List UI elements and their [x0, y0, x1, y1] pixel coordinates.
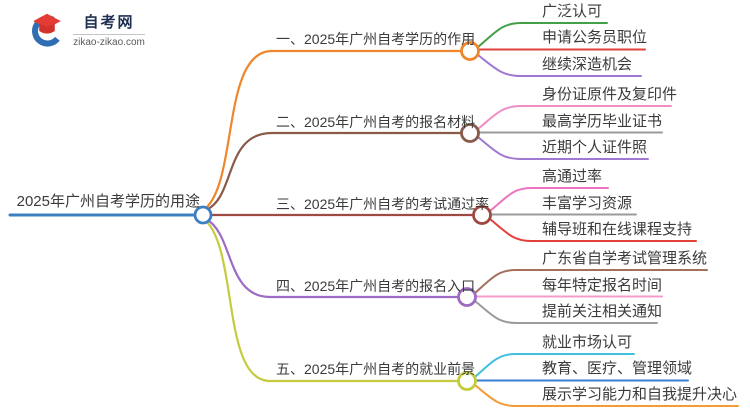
branch-1-child-1-link [477, 22, 608, 48]
branch-1-child-2[interactable]: 申请公务员职位 [542, 29, 648, 46]
root-topic[interactable]: 2025年广州自考学历的用途 [16, 193, 200, 210]
branch-2-link [204, 131, 463, 212]
branch-5-topic[interactable]: 五、2025年广州自考的就业前景 [276, 361, 476, 377]
logo: 自考网 zikao-zikao.com [28, 12, 145, 50]
branch-4-child-3-link [474, 300, 658, 324]
logo-divider [73, 33, 145, 35]
branch-1-link [204, 49, 463, 210]
branch-3-child-3[interactable]: 辅导班和在线课程支持 [542, 221, 693, 238]
logo-domain: zikao-zikao.com [73, 36, 145, 48]
branch-2-child-3-link [477, 136, 649, 160]
branch-5-child-1[interactable]: 就业市场认可 [542, 334, 633, 351]
logo-title: 自考网 [83, 13, 135, 31]
branch-5-child-1-link [474, 353, 635, 378]
branch-4-child-1-link [474, 269, 708, 294]
branch-1-topic[interactable]: 一、2025年广州自考学历的作用 [276, 31, 476, 47]
branch-3-node-circle[interactable] [472, 205, 492, 225]
branch-4-link [204, 217, 460, 299]
branch-2-topic[interactable]: 二、2025年广州自考的报名材料 [276, 114, 476, 130]
branch-4-topic[interactable]: 四、2025年广州自考的报名入口 [276, 278, 476, 294]
branch-3-child-2[interactable]: 丰富学习资源 [542, 195, 633, 212]
branch-1-child-1[interactable]: 广泛认可 [542, 3, 603, 20]
logo-text: 自考网 zikao-zikao.com [73, 14, 145, 49]
graduation-cap-icon [32, 13, 61, 47]
branch-1-node-circle[interactable] [460, 41, 480, 61]
branch-2-child-1-link [477, 105, 672, 130]
root-node-circle[interactable] [193, 205, 213, 225]
branch-3-topic[interactable]: 三、2025年广州自考的考试通过率 [276, 196, 490, 212]
branch-4-child-2[interactable]: 每年特定报名时间 [542, 277, 663, 294]
branch-2-child-1[interactable]: 身份证原件及复印件 [542, 86, 678, 103]
branch-3-child-3-link [489, 218, 697, 242]
branch-4-child-3[interactable]: 提前关注相关通知 [542, 303, 663, 320]
branch-5-link [204, 219, 460, 383]
branch-2-child-2[interactable]: 最高学历毕业证书 [542, 113, 663, 130]
branch-5-child-3-link [474, 384, 739, 407]
branch-4-node-circle[interactable] [457, 287, 477, 307]
branch-4-child-1[interactable]: 广东省自学考试管理系统 [542, 250, 708, 267]
branch-3-child-1[interactable]: 高通过率 [542, 168, 603, 185]
branch-5-child-2[interactable]: 教育、医疗、管理领域 [542, 360, 693, 377]
branch-1-child-3-link [477, 54, 642, 77]
branch-1-child-3[interactable]: 继续深造机会 [542, 56, 633, 73]
branch-2-child-3[interactable]: 近期个人证件照 [542, 139, 648, 156]
branch-5-node-circle[interactable] [457, 371, 477, 391]
branch-3-child-1-link [489, 187, 609, 212]
branch-2-node-circle[interactable] [460, 123, 480, 143]
branch-5-child-3[interactable]: 展示学习能力和自我提升决心 [542, 386, 738, 403]
